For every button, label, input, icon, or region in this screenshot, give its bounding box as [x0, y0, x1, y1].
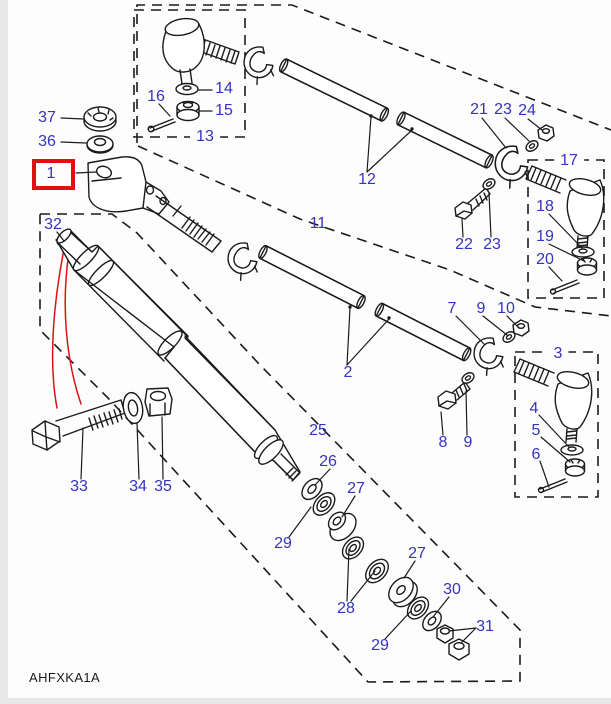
part-castle-nut-5 — [564, 458, 586, 477]
callout-27[interactable]: 27 — [408, 545, 426, 562]
part-tube-2a — [258, 244, 366, 310]
part-bush-29a — [312, 492, 336, 516]
callout-3[interactable]: 3 — [547, 346, 569, 362]
part-tube-12a — [278, 58, 390, 122]
part-tie-rod-end-13 — [162, 17, 240, 85]
callout-19[interactable]: 19 — [536, 228, 554, 245]
part-washer-30 — [422, 610, 442, 632]
part-nut-10 — [512, 319, 530, 337]
callout-12[interactable]: 12 — [358, 171, 376, 188]
callout-5[interactable]: 5 — [531, 422, 541, 439]
part-cotter-pin-20 — [549, 279, 580, 295]
part-clamp-7 — [473, 337, 504, 377]
callout-34[interactable]: 34 — [129, 478, 147, 495]
part-washer-9a — [461, 372, 475, 384]
callout-4[interactable]: 4 — [529, 400, 539, 417]
part-washer-27b — [388, 576, 418, 608]
part-cup-washer-28a — [341, 536, 365, 560]
callout-10[interactable]: 10 — [497, 300, 515, 317]
part-tube-12b — [396, 111, 494, 169]
part-bolt-33 — [31, 399, 126, 451]
part-clamp-11 — [227, 242, 258, 282]
part-nut-31a — [436, 624, 454, 644]
callout-25[interactable]: 25 — [309, 422, 327, 439]
callout-27[interactable]: 27 — [347, 480, 365, 497]
part-washer-23a — [482, 178, 496, 190]
part-nut-24 — [537, 124, 555, 142]
callout-9[interactable]: 9 — [463, 434, 473, 451]
part-washer-23b — [525, 140, 539, 152]
part-washer-4 — [560, 444, 584, 456]
callout-31[interactable]: 31 — [476, 618, 494, 635]
part-washer-36 — [86, 135, 114, 154]
callout-7[interactable]: 7 — [447, 300, 457, 317]
part-clamp-13a — [243, 46, 275, 86]
figure-code: AHFXKA1A — [29, 670, 101, 685]
part-tie-rod-end-17 — [525, 165, 605, 249]
callout-21[interactable]: 21 — [470, 101, 488, 118]
callout-18[interactable]: 18 — [536, 198, 554, 215]
red-indicator-lines — [51, 248, 82, 409]
callout-8[interactable]: 8 — [438, 434, 448, 451]
part-tie-rod-end-3 — [513, 358, 593, 443]
part-lock-washer-37 — [83, 106, 117, 132]
part-castle-nut-19 — [576, 257, 598, 276]
callout-29[interactable]: 29 — [274, 535, 292, 552]
callout-37[interactable]: 37 — [38, 109, 56, 126]
part-washer-34 — [122, 391, 144, 425]
page-edge-bottom — [0, 698, 611, 704]
part-nut-35 — [144, 387, 173, 417]
leader-lines — [56, 89, 585, 644]
part-bolt-8 — [437, 381, 471, 410]
callout-14[interactable]: 14 — [215, 80, 233, 97]
callout-22[interactable]: 22 — [455, 236, 473, 253]
part-washer-14 — [175, 82, 199, 96]
selected-part-highlight — [32, 159, 75, 190]
kit-outline-damper — [39, 213, 521, 683]
callout-29[interactable]: 29 — [371, 637, 389, 654]
callout-1[interactable]: 1 — [46, 165, 56, 182]
callout-32[interactable]: 32 — [44, 216, 62, 233]
callout-11[interactable]: 11 — [309, 215, 327, 232]
callout-17[interactable]: 17 — [554, 153, 584, 169]
callout-23[interactable]: 23 — [483, 236, 501, 253]
part-cotter-pin-6 — [537, 478, 568, 494]
part-bolt-22 — [454, 187, 491, 220]
callout-6[interactable]: 6 — [531, 446, 541, 463]
part-bush-27a — [327, 511, 357, 542]
part-drop-arm-1 — [87, 156, 222, 253]
part-cup-washer-28b — [365, 558, 389, 584]
callout-30[interactable]: 30 — [443, 581, 461, 598]
callout-35[interactable]: 35 — [154, 478, 172, 495]
kit-box-13 — [133, 9, 246, 138]
part-steering-damper-25 — [56, 228, 301, 482]
part-tube-2b — [374, 302, 472, 362]
part-bush-29b — [406, 596, 430, 620]
callout-36[interactable]: 36 — [38, 133, 56, 150]
part-clamp-21 — [494, 145, 529, 189]
callout-2[interactable]: 2 — [343, 364, 353, 381]
callout-15[interactable]: 15 — [215, 102, 233, 119]
callout-24[interactable]: 24 — [518, 102, 536, 119]
callout-20[interactable]: 20 — [536, 251, 554, 268]
page-edge-left — [0, 0, 8, 704]
part-cotter-pin-16 — [147, 118, 176, 133]
callout-28[interactable]: 28 — [337, 600, 355, 617]
callout-13[interactable]: 13 — [190, 129, 220, 145]
callout-26[interactable]: 26 — [319, 453, 337, 470]
callout-16[interactable]: 16 — [147, 88, 165, 105]
callout-9[interactable]: 9 — [476, 300, 486, 317]
callout-33[interactable]: 33 — [70, 478, 88, 495]
part-castle-nut-15 — [176, 100, 200, 122]
part-washer-18 — [571, 246, 595, 258]
callout-23[interactable]: 23 — [494, 101, 512, 118]
part-nut-31b — [448, 638, 470, 661]
kit-outline-tie-rod — [136, 4, 611, 317]
